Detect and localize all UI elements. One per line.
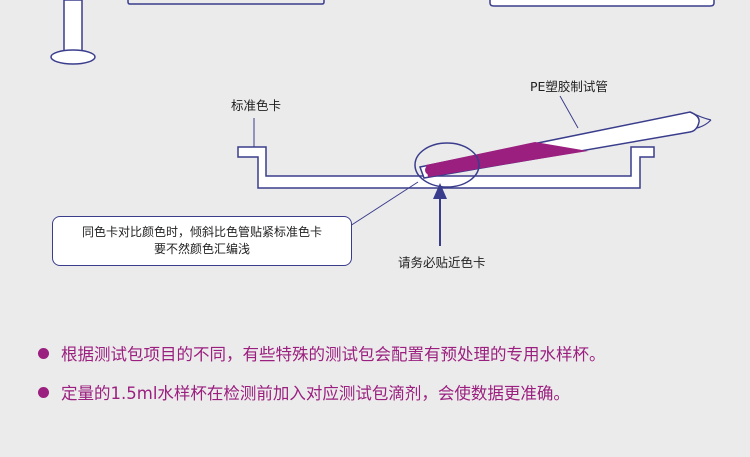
sample-liquid bbox=[426, 142, 588, 177]
bullet-text: 根据测试包项目的不同，有些特殊的测试包会配置有预处理的专用水样杯。 bbox=[61, 345, 606, 364]
note-line-1: 同色卡对比颜色时，倾斜比色管贴紧标准色卡 bbox=[81, 225, 322, 239]
bullet-dot-icon bbox=[38, 347, 49, 359]
pe-tube bbox=[418, 111, 712, 179]
note-box: 同色卡对比颜色时，倾斜比色管贴紧标准色卡 要不然颜色汇编浅 bbox=[52, 216, 352, 266]
bullet-item: 根据测试包项目的不同，有些特殊的测试包会配置有预处理的专用水样杯。 bbox=[38, 340, 606, 366]
arrow-up-icon bbox=[433, 183, 447, 246]
bullet-item: 定量的1.5ml水样杯在检测前加入对应测试包滴剂，会使数据更准确。 bbox=[38, 379, 606, 405]
label-standard-card: 标准色卡 bbox=[231, 98, 281, 113]
leader-line-tube bbox=[559, 95, 579, 129]
top-center-box-edge bbox=[127, 0, 325, 5]
label-must-touch: 请务必贴近色卡 bbox=[398, 255, 486, 270]
top-left-stand bbox=[50, 0, 96, 65]
note-line-2: 要不然颜色汇编浅 bbox=[153, 242, 250, 256]
leader-line-note bbox=[349, 181, 419, 227]
contact-highlight bbox=[414, 142, 480, 188]
standard-color-card bbox=[237, 146, 655, 189]
bullet-text: 定量的1.5ml水样杯在检测前加入对应测试包滴剂，会使数据更准确。 bbox=[61, 384, 570, 403]
top-right-box-edge bbox=[489, 0, 715, 7]
bullet-list: 根据测试包项目的不同，有些特殊的测试包会配置有预处理的专用水样杯。 定量的1.5… bbox=[38, 340, 606, 418]
label-pe-tube: PE塑胶制试管 bbox=[530, 79, 608, 94]
bullet-dot-icon bbox=[38, 386, 49, 398]
